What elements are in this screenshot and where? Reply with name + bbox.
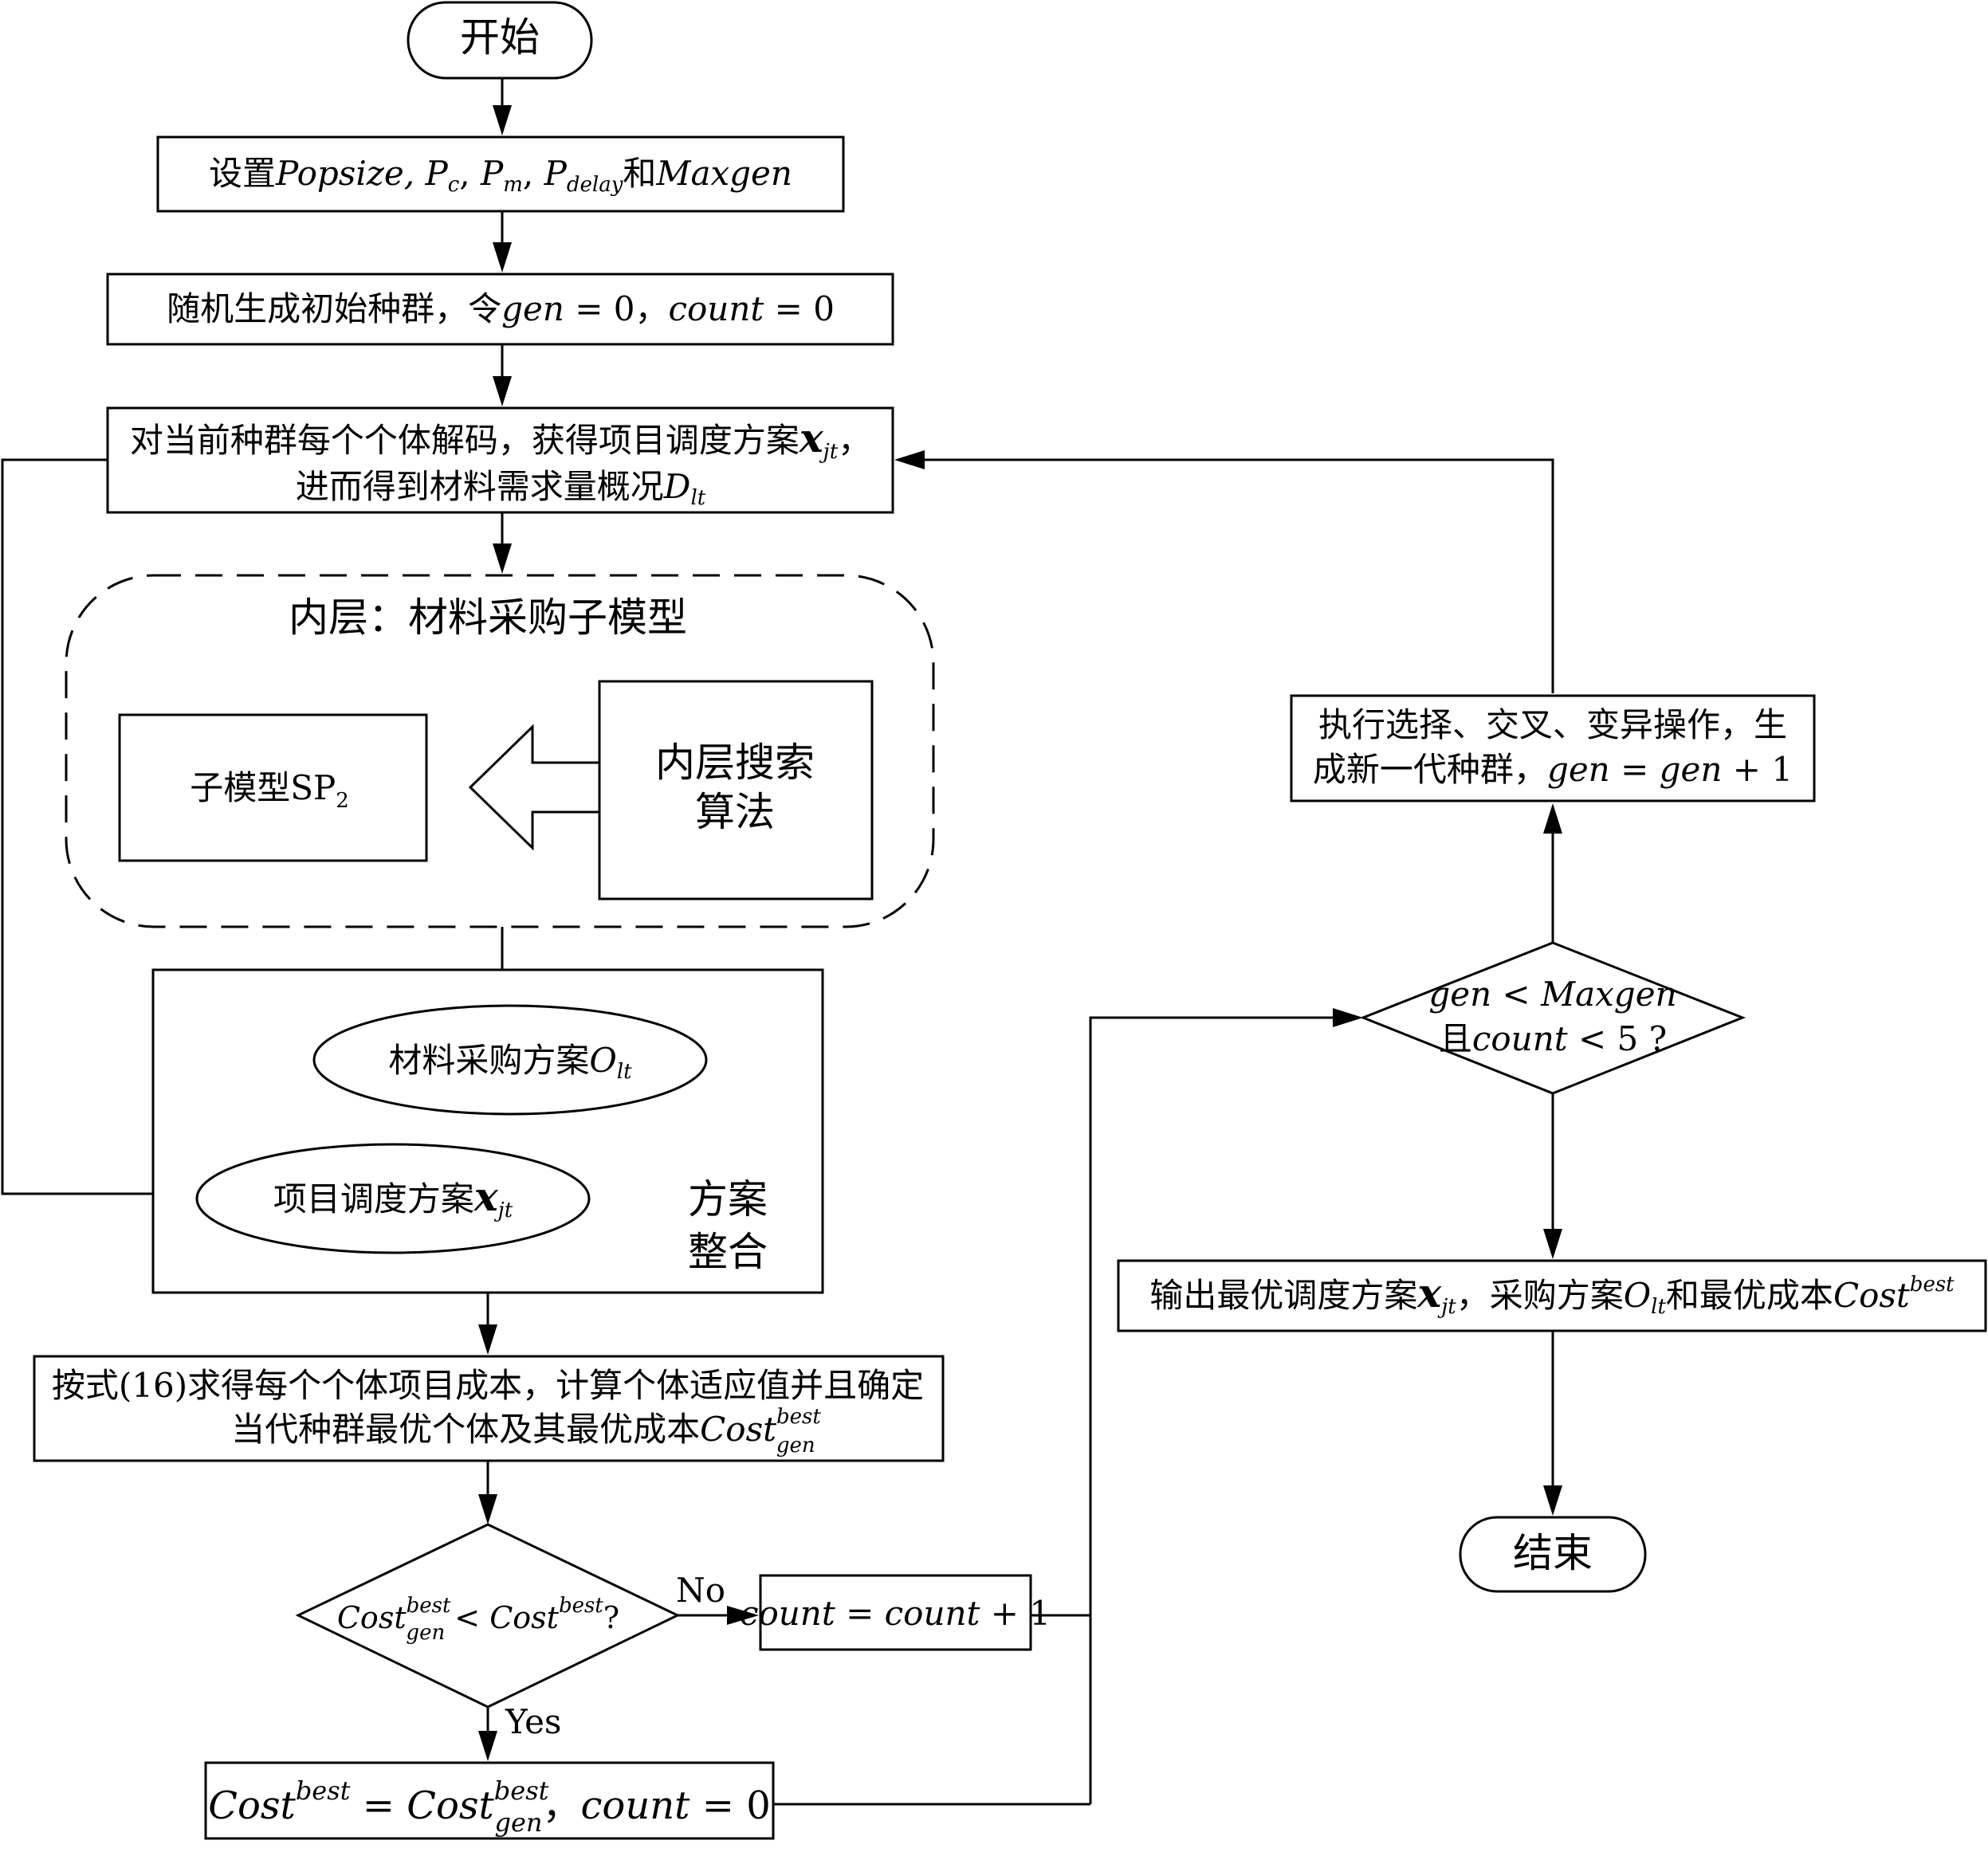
set-params-text: 设置Popsize, Pc, Pm, Pdelay和Maxgen xyxy=(209,154,792,197)
arrowhead xyxy=(478,1731,497,1761)
no-label: No xyxy=(676,1571,725,1610)
decode-line-1: 对当前种群每个个体解码，获得项目调度方案xjt， xyxy=(130,414,871,464)
arrow-decode-to-schedule xyxy=(1,458,166,1195)
schedule-plan-text: 项目调度方案xjt xyxy=(273,1173,513,1222)
submodel-label: 子模型SP2 xyxy=(190,768,349,813)
ga-ops-line-2: 成新一代种群，gen = gen + 1 xyxy=(1313,750,1793,789)
arrowhead xyxy=(1543,1229,1562,1259)
arrowhead xyxy=(493,105,512,135)
purchase-plan-text: 材料采购方案Olt xyxy=(388,1041,632,1084)
integration-box: 材料采购方案Olt 项目调度方案xjt 方案 整合 xyxy=(151,968,824,1294)
inner-layer-group: 内层：材料采购子模型 子模型SP2 内层搜索 算法 xyxy=(65,574,935,928)
arrow-ga-to-decode xyxy=(925,458,1554,693)
inner-search-line-2: 算法 xyxy=(695,789,775,835)
submodel-box: 子模型SP2 xyxy=(118,713,428,862)
inner-layer-title: 内层：材料采购子模型 xyxy=(289,594,687,641)
arrowhead xyxy=(1543,1485,1562,1516)
schedule-plan-ellipse xyxy=(195,1143,591,1254)
count-increment-box: count = count + 1 xyxy=(740,1574,1051,1651)
loop-check-diamond: gen < Maxgen 且count < 5 ? xyxy=(1359,941,1746,1095)
arrow-merge-to-loopcheck xyxy=(1089,1016,1333,1804)
output-text: 输出最优调度方案xjt，采购方案Olt和最优成本Costbest xyxy=(1149,1269,1955,1319)
arrowhead xyxy=(894,450,925,469)
start-node: 开始 xyxy=(407,1,593,80)
loop-check-line-1: gen < Maxgen xyxy=(1428,975,1676,1014)
fitness-line-1: 按式(16)求得每个个体项目成本，计算个体适应值并且确定 xyxy=(52,1366,924,1405)
inner-search-line-1: 内层搜索 xyxy=(655,740,815,786)
purchase-plan-ellipse xyxy=(312,1004,708,1116)
start-label: 开始 xyxy=(460,14,540,61)
arrowhead xyxy=(478,1324,497,1355)
arrowhead xyxy=(727,1606,759,1625)
count-increment-text: count = count + 1 xyxy=(740,1594,1051,1633)
arrowhead xyxy=(493,376,512,406)
arrowhead xyxy=(493,543,512,574)
end-node: 结束 xyxy=(1459,1516,1647,1593)
arrowhead xyxy=(1333,1008,1363,1027)
ga-operations-box: 执行选择、交叉、变异操作，生 成新一代种群，gen = gen + 1 xyxy=(1290,694,1816,802)
inner-layer-border xyxy=(65,574,935,928)
decode-line-2: 进而得到材料需求量概况Dlt xyxy=(296,467,706,510)
end-label: 结束 xyxy=(1513,1530,1593,1576)
output-box: 输出最优调度方案xjt，采购方案Olt和最优成本Costbest xyxy=(1117,1259,1987,1332)
arrowhead xyxy=(493,242,512,273)
integration-label-2: 整合 xyxy=(688,1229,768,1275)
inner-search-box: 内层搜索 算法 xyxy=(598,680,874,900)
init-pop-box: 随机生成初始种群，令gen = 0，count = 0 xyxy=(106,273,894,346)
left-arrow-icon xyxy=(468,724,601,851)
loop-check-line-2: 且count < 5 ? xyxy=(1439,1019,1667,1058)
yes-label: Yes xyxy=(505,1702,562,1741)
ga-ops-line-1: 执行选择、交叉、变异操作，生 xyxy=(1318,705,1787,744)
integration-label-1: 方案 xyxy=(688,1176,768,1222)
decode-box: 对当前种群每个个体解码，获得项目调度方案xjt， 进而得到材料需求量概况Dlt xyxy=(106,406,894,514)
fitness-box: 按式(16)求得每个个体项目成本，计算个体适应值并且确定 当代种群最优个体及其最… xyxy=(33,1355,945,1462)
init-pop-text: 随机生成初始种群，令gen = 0，count = 0 xyxy=(167,289,835,328)
arrowhead xyxy=(1543,803,1562,834)
set-params-box: 设置Popsize, Pc, Pm, Pdelay和Maxgen xyxy=(156,135,845,213)
arrowhead xyxy=(478,1494,497,1524)
